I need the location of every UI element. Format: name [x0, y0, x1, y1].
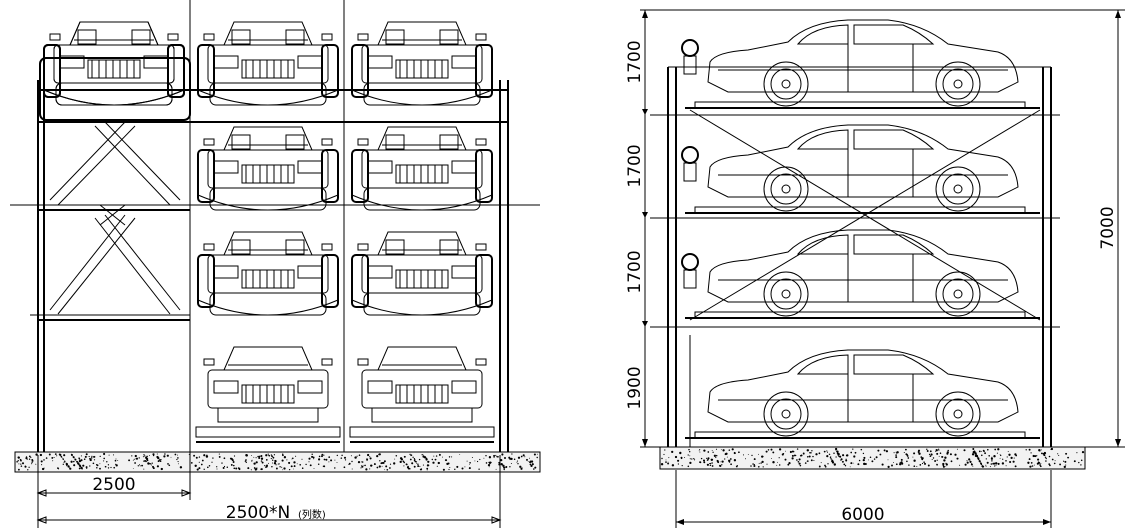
car-front-view	[351, 126, 493, 211]
side-ground-texture	[660, 447, 1085, 469]
front-dimension-lines	[36, 455, 502, 528]
side-elevation-view: 1700 1700 1700 1900 7000 6000	[625, 9, 1125, 528]
front-car-pallets	[39, 21, 495, 443]
car-side-view	[685, 124, 1040, 214]
hoist-motor-icon	[681, 253, 699, 271]
total-height-dimension: 7000	[1098, 206, 1118, 249]
front-ground-texture	[16, 452, 538, 471]
front-steel-frame	[10, 0, 540, 500]
car-front-view	[43, 21, 185, 106]
total-width-dimension: 2500*N	[226, 503, 290, 523]
car-front-view	[349, 346, 495, 443]
depth-dimension: 6000	[841, 505, 884, 525]
car-side-view	[685, 229, 1040, 319]
level-height-2: 1700	[625, 144, 645, 187]
hoist-motor-icon	[681, 39, 699, 57]
car-front-view	[197, 231, 339, 316]
level-height-3: 1700	[625, 250, 645, 293]
level-height-4: 1900	[625, 366, 645, 409]
car-front-view	[195, 346, 341, 443]
car-front-view	[351, 21, 493, 106]
car-front-view	[43, 21, 185, 106]
hoist-motor-icon	[681, 146, 699, 164]
front-elevation-view: 2500 2500*N (列数)	[10, 0, 541, 528]
level-height-1: 1700	[625, 40, 645, 83]
side-dimension-lines	[640, 9, 1125, 528]
pallet-frame	[39, 57, 191, 121]
car-side-view	[685, 349, 1040, 439]
bay-width-dimension: 2500	[92, 475, 135, 495]
side-car-pallets	[681, 19, 1040, 439]
side-steel-frame	[650, 66, 1060, 447]
car-front-view	[351, 231, 493, 316]
car-side-view	[685, 19, 1040, 109]
total-width-note: (列数)	[298, 508, 326, 521]
car-front-view	[197, 21, 339, 106]
car-front-view	[197, 126, 339, 211]
